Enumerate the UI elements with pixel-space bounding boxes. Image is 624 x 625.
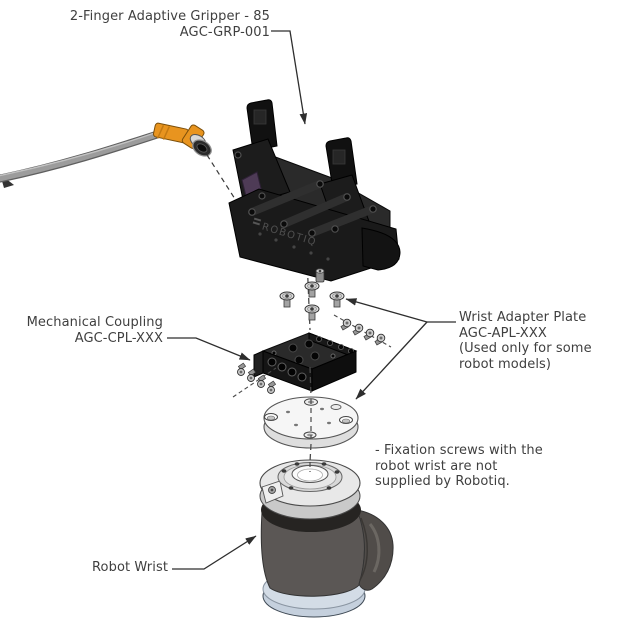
set-screw <box>363 328 375 341</box>
cable-connector <box>152 122 212 157</box>
coupling-screws <box>237 362 277 394</box>
gripper-linkage-arms <box>248 180 377 237</box>
wrist-bolt-holes <box>281 462 340 490</box>
wrist-side-joint <box>356 509 394 591</box>
gripper-pivot-bolts <box>234 151 377 237</box>
flathead-screw <box>304 304 320 321</box>
adapter-leader-to-screws <box>345 298 428 323</box>
set-screws <box>340 318 386 346</box>
small-screw <box>247 368 257 382</box>
assembly-centerline <box>309 443 312 463</box>
adapter-leader-to-plate <box>355 321 428 400</box>
gripper-right-lobe <box>361 227 401 271</box>
wrist-adapter-plate-label: Wrist Adapter Plate AGC-APL-XXX (Used on… <box>459 310 592 372</box>
gripper-base-dots <box>258 232 330 261</box>
coupling-top-holes <box>271 339 336 365</box>
mechanical-coupling-3d-model <box>253 332 358 392</box>
gripper-cable <box>0 127 170 188</box>
gripper-leader-line <box>271 30 308 125</box>
countersunk-screws <box>279 268 345 321</box>
cap-screw <box>315 268 325 283</box>
mechanical-coupling-label: Mechanical Coupling AGC-CPL-XXX <box>26 315 163 346</box>
small-screw <box>257 374 267 388</box>
assembly-centerline <box>309 366 312 398</box>
wrist-leader-line <box>172 535 257 570</box>
flathead-screw <box>279 291 295 308</box>
small-screw <box>267 380 277 394</box>
leader-lines <box>167 30 456 570</box>
set-screw <box>340 318 352 331</box>
coupling-screws-dashed-line <box>232 367 277 398</box>
set-screws-dashed-line <box>333 314 392 348</box>
small-screw <box>237 362 247 376</box>
coupling-front-right-face <box>311 350 357 392</box>
set-screw <box>352 323 364 336</box>
coupling-left-end <box>253 350 264 378</box>
robot-wrist-label: Robot Wrist <box>92 560 169 575</box>
fixation-screws-note: - Fixation screws with the robot wrist a… <box>375 443 543 489</box>
gripper-3d-model: ROBOTIQ <box>228 99 401 282</box>
set-screw <box>374 333 386 346</box>
coupling-leader-line <box>167 337 251 361</box>
coupling-rail-holes <box>315 335 355 355</box>
robot-wrist-3d-model <box>259 459 394 618</box>
coupling-front-holes <box>267 357 307 382</box>
plate-holes <box>264 398 353 439</box>
flathead-screw <box>329 291 345 308</box>
gripper-label: 2-Finger Adaptive Gripper - 85 AGC-GRP-0… <box>69 9 270 40</box>
wrist-adapter-plate-3d-model <box>263 396 359 449</box>
flathead-screw <box>304 281 320 298</box>
